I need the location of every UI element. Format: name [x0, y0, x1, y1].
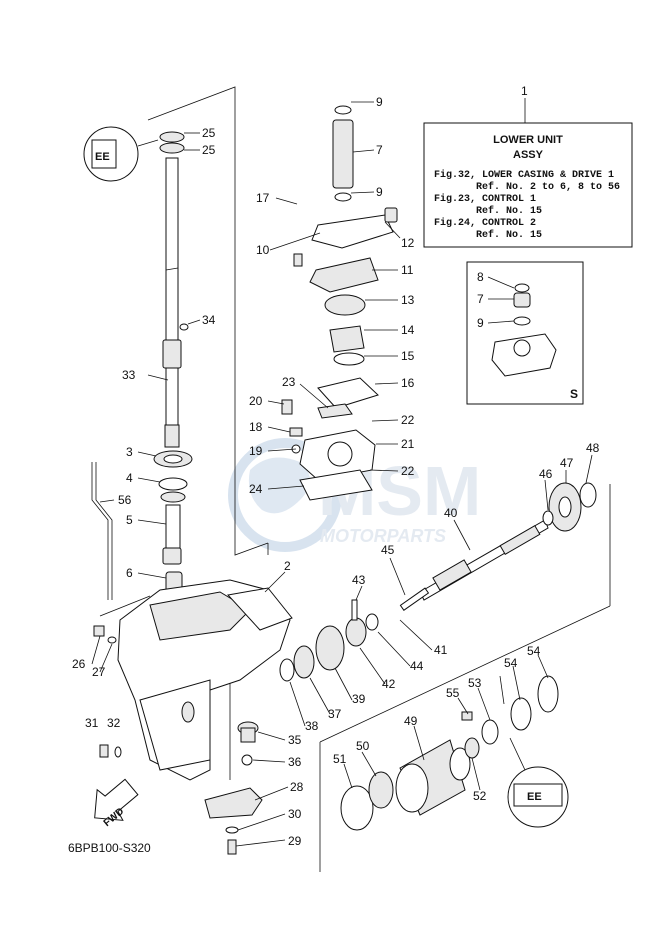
callout-25b: 25 — [202, 143, 216, 157]
callout-13: 13 — [401, 293, 415, 307]
callout-42: 42 — [382, 677, 396, 691]
callout-19: 19 — [249, 444, 263, 458]
callout-55: 55 — [446, 686, 460, 700]
inset-callout-9: 9 — [477, 316, 484, 330]
callout-43: 43 — [352, 573, 366, 587]
callout-33: 33 — [122, 368, 136, 382]
callout-2: 2 — [284, 559, 291, 573]
drive-shaft — [159, 131, 189, 448]
gauge-mark-top: EE — [83, 126, 159, 182]
water-pump — [281, 105, 398, 501]
callout-9: 9 — [376, 185, 383, 199]
callout-54: 54 — [504, 656, 518, 670]
callout-31: 31 — [85, 716, 99, 730]
callout-22b: 22 — [401, 464, 415, 478]
callout-49: 49 — [404, 714, 418, 728]
callout-22: 22 — [401, 413, 415, 427]
callout-32: 32 — [107, 716, 121, 730]
info-title-2: ASSY — [513, 149, 544, 161]
callout-27: 27 — [92, 665, 106, 679]
inset-callout-7: 7 — [477, 292, 484, 306]
lower-casing — [117, 579, 293, 781]
callout-40: 40 — [444, 506, 458, 520]
forward-gear — [542, 482, 597, 532]
callout-39: 39 — [352, 692, 366, 706]
callout-21: 21 — [401, 437, 415, 451]
callout-36: 36 — [288, 755, 302, 769]
inset-s: 8 7 9 S — [466, 261, 584, 405]
callout-38: 38 — [305, 719, 319, 733]
info-line-2: Fig.23, CONTROL 1 — [434, 193, 536, 205]
callout-45: 45 — [381, 543, 395, 557]
callout-54b: 54 — [527, 644, 541, 658]
info-line-4: Fig.24, CONTROL 2 — [434, 217, 536, 229]
info-line-0: Fig.32, LOWER CASING & DRIVE 1 — [434, 169, 614, 181]
callout-30: 30 — [288, 807, 302, 821]
gauge-mark-bottom: EE — [507, 737, 569, 828]
callout-3: 3 — [126, 445, 133, 459]
bearing-housing — [340, 675, 559, 831]
info-title-1: LOWER UNIT — [493, 134, 563, 146]
inset-label: S — [570, 387, 578, 401]
small-fasteners — [93, 625, 117, 644]
propeller-shaft — [419, 519, 549, 601]
callout-34: 34 — [202, 313, 216, 327]
callout-17: 17 — [256, 191, 270, 205]
callout-41: 41 — [434, 643, 448, 657]
callout-51: 51 — [333, 752, 347, 766]
callout-1: 1 — [521, 84, 528, 98]
anode-parts — [237, 721, 259, 766]
gauge-label-top: EE — [95, 151, 110, 163]
callout-11: 11 — [401, 263, 414, 277]
callout-14: 14 — [401, 323, 415, 337]
info-line-5: Ref. No. 15 — [476, 229, 542, 241]
callout-28: 28 — [290, 780, 304, 794]
callout-12: 12 — [401, 236, 415, 250]
shift-rod — [91, 462, 113, 600]
info-box: 1 LOWER UNIT ASSY Fig.32, LOWER CASING &… — [423, 84, 633, 248]
inset-callout-8: 8 — [477, 270, 484, 284]
callout-15: 15 — [401, 349, 415, 363]
callout-10: 10 — [256, 243, 270, 257]
watermark-sub: MOTORPARTS — [320, 526, 446, 546]
callout-29: 29 — [288, 834, 302, 848]
gauge-label-bottom: EE — [527, 791, 542, 803]
callout-24: 24 — [249, 482, 263, 496]
gear-set — [279, 587, 430, 682]
drain-parts — [99, 744, 122, 758]
callout-47: 47 — [560, 456, 574, 470]
leader-lines — [91, 101, 593, 847]
callout-16: 16 — [401, 376, 415, 390]
callout-9: 9 — [376, 95, 383, 109]
callout-23: 23 — [282, 375, 296, 389]
callout-50: 50 — [356, 739, 370, 753]
callout-56: 56 — [118, 493, 132, 507]
callout-25: 25 — [202, 126, 216, 140]
fwd-arrow: FWD — [94, 778, 139, 829]
callout-52: 52 — [473, 789, 487, 803]
callout-7: 7 — [376, 143, 383, 157]
callouts: 9 7 9 17 12 10 11 13 14 15 16 23 20 22 1… — [72, 95, 600, 848]
callout-4: 4 — [126, 471, 133, 485]
info-line-3: Ref. No. 15 — [476, 205, 542, 217]
callout-53: 53 — [468, 676, 482, 690]
callout-46: 46 — [539, 467, 553, 481]
callout-44: 44 — [410, 659, 424, 673]
callout-37: 37 — [328, 707, 342, 721]
callout-5: 5 — [126, 513, 133, 527]
callout-18: 18 — [249, 420, 263, 434]
callout-20: 20 — [249, 394, 263, 408]
callout-35: 35 — [288, 733, 302, 747]
callout-6: 6 — [126, 566, 133, 580]
callout-48: 48 — [586, 441, 600, 455]
drawing-code: 6BPB100-S320 — [68, 841, 151, 855]
callout-26: 26 — [72, 657, 86, 671]
trim-parts — [204, 787, 263, 855]
info-line-1: Ref. No. 2 to 6, 8 to 56 — [476, 181, 620, 193]
lower-shaft-parts — [153, 450, 193, 593]
